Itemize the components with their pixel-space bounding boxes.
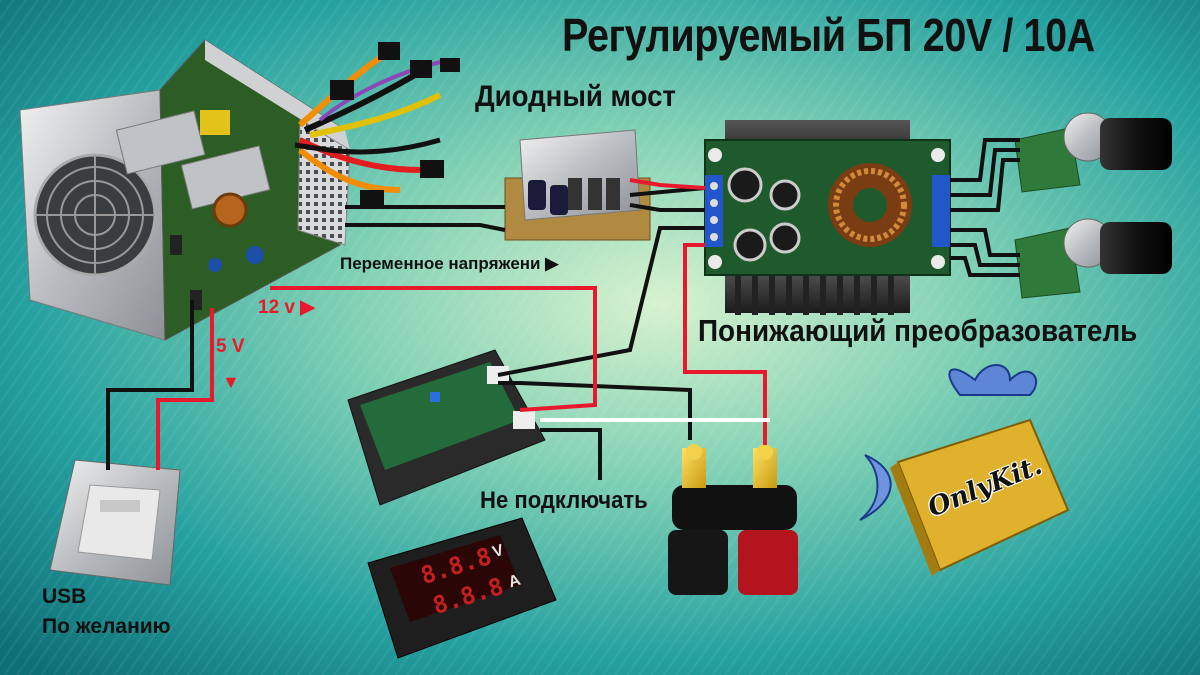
v12-text: 12 v [258,297,295,318]
optional-label: По желанию [42,615,171,638]
atx-power-supply-icon [19,39,460,341]
volt-amp-meter-icon [347,349,546,506]
volt-amp-meter-icon [367,517,557,659]
ac-voltage-text: Переменное напряжени [340,254,541,273]
wires-black [106,138,1020,480]
page-title: Регулируемый БП 20V / 10A [562,9,1095,61]
diode-bridge-icon [504,129,651,241]
diode-bridge-label: Диодный мост [475,80,676,113]
ac-voltage-label: Переменное напряжени ▶ [340,254,558,274]
binding-post-icon [668,444,798,595]
v12-label: 12 v ▶ [258,296,315,319]
v5-label: 5 V [216,336,245,358]
usb-label: USB [42,585,87,608]
wires-red [156,178,767,470]
step-down-converter-label: Понижающий преобразователь [698,313,1138,348]
step-down-converter-icon [704,120,951,315]
arrow-down-icon: ▼ [222,372,240,392]
do-not-connect-label: Не подключать [480,487,648,514]
arrow-right-icon: ▶ [545,254,559,273]
usb-port-icon [49,459,181,586]
onlykit-logo-icon [859,364,1070,576]
v5-text: 5 V [216,336,245,357]
potentiometer-icon [1014,218,1172,299]
arrow-right-icon: ▶ [300,297,315,318]
potentiometer-icon [1014,112,1172,193]
